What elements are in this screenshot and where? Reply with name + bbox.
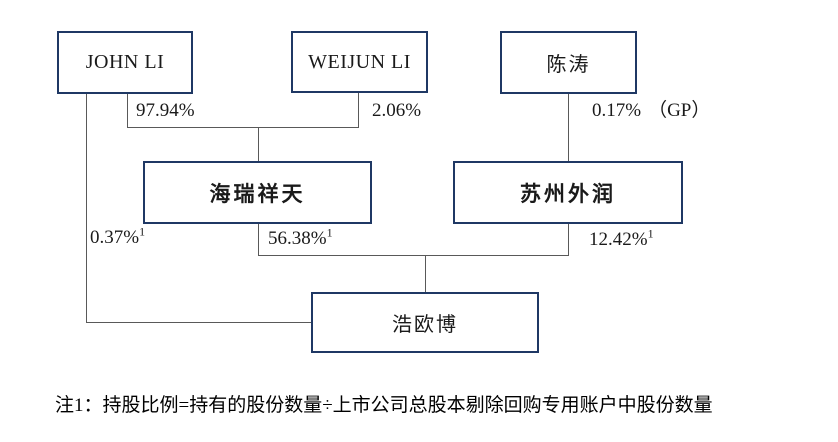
- node-suzhou-wairun-label: 苏州外润: [520, 181, 616, 206]
- connector-merge-horizontal-top: [127, 127, 359, 128]
- node-weijun-li-label: WEIJUN LI: [308, 50, 411, 73]
- node-chen-tao-label: 陈涛: [546, 54, 591, 76]
- connector-suzhou-bottom-stub: [568, 224, 569, 255]
- node-john-li-label: JOHN LI: [85, 51, 165, 73]
- node-haooubo: 浩欧博: [311, 292, 539, 353]
- edge-label-hairui-haooubo: 56.38%1: [268, 225, 333, 250]
- node-hairui-xiangtian: 海瑞祥天: [143, 161, 372, 224]
- connector-john-li-haooubo-horizontal: [86, 322, 311, 323]
- node-chen-tao: 陈涛: [500, 31, 637, 94]
- edge-note: 1: [647, 226, 654, 241]
- edge-label-john-li-haooubo: 0.37%1: [90, 224, 146, 249]
- node-john-li: JOHN LI: [57, 31, 193, 94]
- edge-percent: 97.94%: [136, 100, 195, 121]
- edge-percent: 0.37%: [90, 227, 140, 248]
- edge-label-john-li-hairui: 97.94%: [136, 100, 195, 122]
- edge-suffix: （GP）: [648, 100, 711, 121]
- edge-label-chen-tao-suzhou: 0.17% （GP）: [592, 100, 710, 122]
- connector-merge-horizontal-bottom: [258, 255, 569, 256]
- node-haooubo-label: 浩欧博: [392, 314, 458, 336]
- node-hairui-xiangtian-label: 海瑞祥天: [209, 181, 306, 206]
- connector-hairui-top-stub: [258, 127, 259, 161]
- connector-haooubo-top-stub: [425, 255, 426, 292]
- connector-john-li-stub: [127, 94, 128, 128]
- edge-percent: 56.38%: [268, 228, 327, 249]
- edge-label-weijun-li-hairui: 2.06%: [372, 100, 421, 122]
- connector-weijun-li-stub: [358, 93, 359, 128]
- connector-chen-tao-suzhou: [568, 94, 569, 161]
- edge-percent: 12.42%: [589, 229, 648, 250]
- edge-note: 1: [326, 225, 333, 240]
- node-weijun-li: WEIJUN LI: [291, 31, 428, 93]
- connector-hairui-bottom-stub: [258, 224, 259, 255]
- edge-note: 1: [139, 224, 146, 239]
- connector-john-li-haooubo-vertical: [86, 94, 87, 323]
- footnote: 注1：持股比例=持有的股份数量÷上市公司总股本剔除回购专用账户中股份数量: [55, 395, 713, 416]
- edge-percent: 0.17%: [592, 100, 642, 121]
- node-suzhou-wairun: 苏州外润: [453, 161, 683, 224]
- edge-percent: 2.06%: [372, 100, 422, 121]
- edge-label-suzhou-haooubo: 12.42%1: [589, 226, 654, 251]
